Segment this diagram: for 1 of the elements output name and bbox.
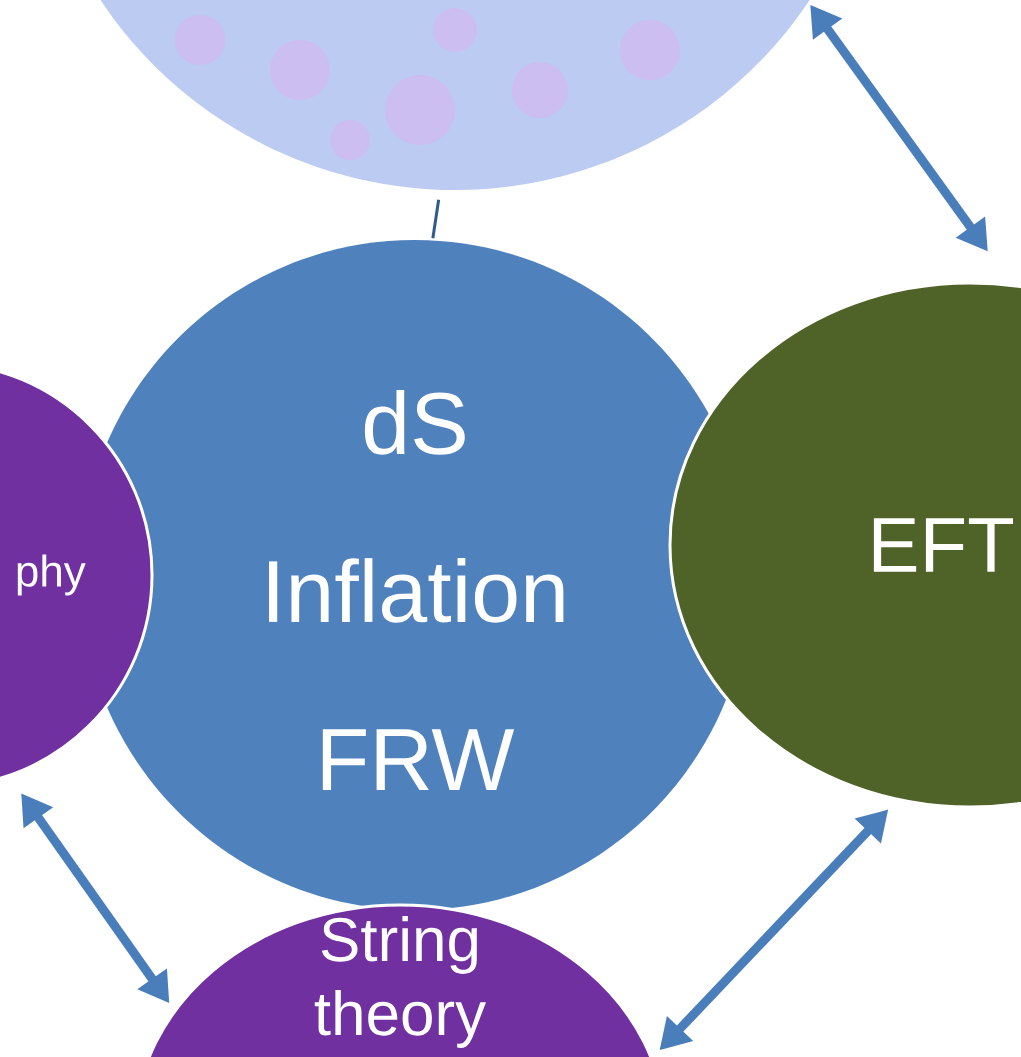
connector-line	[431, 199, 441, 239]
